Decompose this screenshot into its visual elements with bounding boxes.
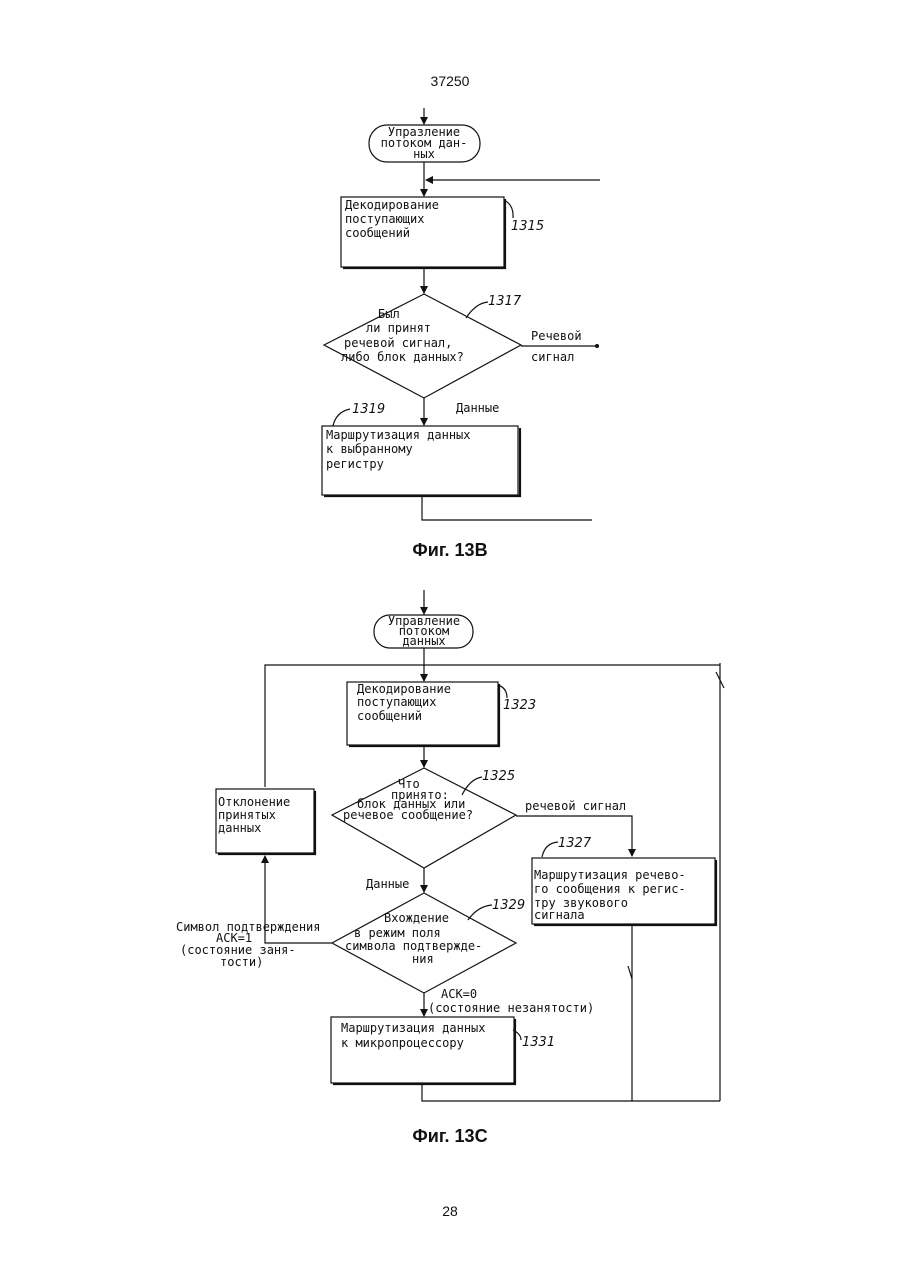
reject-line-1: Отклонение — [218, 795, 290, 809]
ack1-line-4: тости) — [220, 955, 263, 969]
reject-line-2: принятых — [218, 808, 276, 822]
voice-branch-arrow-c — [628, 849, 636, 857]
figure-13c: Управление потоком данных Декодирование … — [176, 590, 724, 1146]
route-exit-line — [422, 496, 592, 520]
ref-leader-1317 — [466, 302, 488, 318]
ref-1323: 1323 — [503, 698, 536, 713]
voice-route-line-2: го сообщения к регис- — [534, 882, 686, 896]
ack1-branch-arrow — [261, 855, 269, 863]
voice-branch-label-c: речевой сигнал — [525, 799, 626, 813]
decision-c2-line-4: ния — [412, 952, 434, 966]
ref-1315: 1315 — [511, 219, 544, 234]
decision-c2-line-2: в режим поля — [354, 926, 441, 940]
decision-line-1: Был — [378, 307, 400, 321]
ref-1331: 1331 — [522, 1035, 555, 1050]
start-c-line-3: данных — [402, 634, 445, 648]
decision-line-2: ли принят — [366, 321, 431, 335]
route-c-line-2: к микропроцессору — [341, 1036, 464, 1050]
document-number: 37250 — [431, 73, 470, 89]
ack0-line-2: (состояние незанятости) — [428, 1001, 594, 1015]
page-number: 28 — [442, 1203, 458, 1219]
ref-leader-1327 — [542, 842, 558, 857]
voice-route-line-4: сигнала — [534, 908, 585, 922]
data-branch-label-c: Данные — [366, 877, 409, 891]
figure-13c-caption: Фиг. 13С — [412, 1126, 487, 1146]
ref-1329: 1329 — [492, 898, 525, 913]
voice-route-line-1: Маршрутизация речево- — [534, 868, 686, 882]
decode-c-line-3: сообщений — [357, 709, 422, 723]
voice-branch-dot — [595, 344, 599, 348]
figure-13b: Упразление потоком дан- ных Декодировани… — [322, 108, 600, 560]
decision-line-3: речевой сигнал, — [344, 336, 452, 350]
decision-line-4: либо блок данных? — [341, 350, 464, 364]
ref-1327: 1327 — [558, 836, 592, 851]
route-c-line-1: Маршрутизация данных — [341, 1021, 486, 1035]
voice-label-1: Речевой — [531, 329, 582, 343]
decode-line-1: Декодирование — [345, 198, 439, 212]
bottom-return-line — [422, 1084, 720, 1101]
decode-line-3: сообщений — [345, 226, 410, 240]
route-line-1: Маршрутизация данных — [326, 428, 471, 442]
decision-c2-line-3: символа подтвержде- — [345, 939, 482, 953]
ref-1317: 1317 — [488, 294, 522, 309]
route-line-3: регистру — [326, 457, 384, 471]
ref-leader-1329 — [468, 905, 492, 920]
reject-line-3: данных — [218, 821, 261, 835]
ack0-line-1: ACK=0 — [441, 987, 477, 1001]
decode-c-line-1: Декодирование — [357, 682, 451, 696]
decode-c-line-2: поступающих — [357, 695, 436, 709]
data-label: Данные — [456, 401, 499, 415]
route-line-2: к выбранному — [326, 442, 413, 456]
ref-1325: 1325 — [482, 769, 515, 784]
ref-leader-1319 — [333, 409, 350, 426]
decision-c1-line-4: речевое сообщение? — [343, 808, 473, 822]
decision-c2-line-1: Вхождение — [384, 911, 449, 925]
figure-13b-caption: Фиг. 13В — [412, 540, 487, 560]
voice-label-2: сигнал — [531, 350, 574, 364]
ref-1319: 1319 — [352, 402, 385, 417]
start-line-3: ных — [413, 147, 435, 161]
decode-line-2: поступающих — [345, 212, 424, 226]
